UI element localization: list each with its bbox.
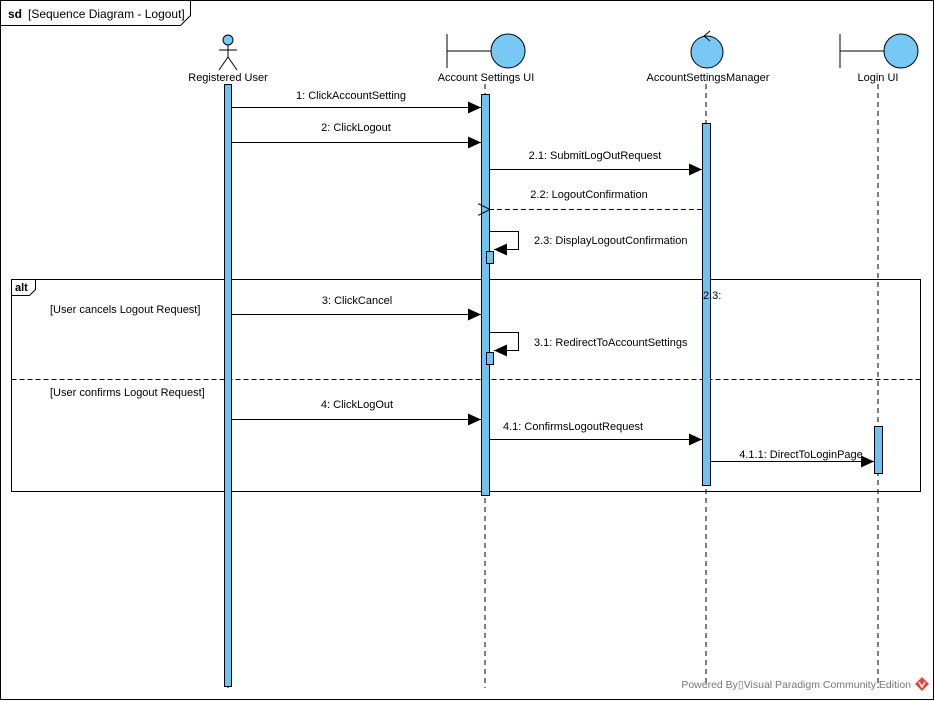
lifeline-login[interactable]: Login UI xyxy=(839,33,919,84)
actor-icon xyxy=(218,34,238,71)
message-4-1-1[interactable]: 4.1.1: DirectToLoginPage xyxy=(711,449,874,468)
message-2[interactable]: 2: ClickLogout xyxy=(232,122,481,149)
activation-ui-self-2 xyxy=(486,352,494,365)
lifeline-mgr[interactable]: AccountSettingsManager xyxy=(647,30,770,84)
message-4-1[interactable]: 4.1: ConfirmsLogoutRequest xyxy=(490,421,702,446)
activation-ui-self-1 xyxy=(486,251,494,264)
stray-label: 2.3: xyxy=(703,290,721,302)
message-2-label: 2: ClickLogout xyxy=(321,122,391,134)
message-3-label: 3: ClickCancel xyxy=(322,295,392,307)
message-2-1-label: 2.1: SubmitLogOutRequest xyxy=(529,150,662,162)
alt-guard-cancel: [User cancels Logout Request] xyxy=(50,304,200,316)
boundary-icon xyxy=(839,33,919,69)
message-4-1-1-label: 4.1.1: DirectToLoginPage xyxy=(739,449,863,461)
boundary-icon xyxy=(446,33,526,69)
message-2-2[interactable]: 2.2: LogoutConfirmation xyxy=(490,189,702,210)
message-3-1[interactable]: 3.1: RedirectToAccountSettings xyxy=(490,332,688,357)
message-4-1-label: 4.1: ConfirmsLogoutRequest xyxy=(503,421,643,433)
activation-bars xyxy=(224,84,883,687)
alt-operator: alt xyxy=(15,282,28,294)
message-1[interactable]: 1: ClickAccountSetting xyxy=(232,90,481,114)
lifeline-login-label: Login UI xyxy=(858,72,899,84)
message-2-2-label: 2.2: LogoutConfirmation xyxy=(530,189,647,201)
footer-watermark: Powered By▯Visual Paradigm Community Edi… xyxy=(681,677,929,691)
lifeline-user[interactable]: Registered User xyxy=(188,34,268,84)
activation-mgr xyxy=(702,123,711,486)
message-3[interactable]: 3: ClickCancel xyxy=(232,295,481,321)
alt-guard-confirm: [User confirms Logout Request] xyxy=(50,387,205,399)
lifeline-ui[interactable]: Account Settings UI xyxy=(438,33,535,84)
visual-paradigm-logo-icon xyxy=(915,677,929,691)
message-2-1[interactable]: 2.1: SubmitLogOutRequest xyxy=(490,150,702,176)
lifeline-ui-label: Account Settings UI xyxy=(438,72,535,84)
footer-text: Powered By▯Visual Paradigm Community Edi… xyxy=(681,679,911,691)
lifeline-user-label: Registered User xyxy=(188,72,268,84)
frame-title: [Sequence Diagram - Logout] xyxy=(28,7,185,21)
message-1-label: 1: ClickAccountSetting xyxy=(296,90,406,102)
message-3-1-label: 3.1: RedirectToAccountSettings xyxy=(534,337,688,349)
activation-login xyxy=(874,426,883,474)
message-4[interactable]: 4: ClickLogOut xyxy=(232,399,481,426)
control-icon xyxy=(690,30,724,69)
alt-fragment[interactable]: alt [User cancels Logout Request] [User … xyxy=(11,279,921,492)
lifeline-mgr-label: AccountSettingsManager xyxy=(647,72,770,84)
message-4-label: 4: ClickLogOut xyxy=(321,399,393,411)
message-2-3[interactable]: 2.3: DisplayLogoutConfirmation xyxy=(490,231,687,256)
frame-keyword: sd xyxy=(8,7,22,21)
message-2-3-label: 2.3: DisplayLogoutConfirmation xyxy=(534,235,687,247)
activation-user xyxy=(224,84,232,687)
activation-ui xyxy=(481,94,490,496)
